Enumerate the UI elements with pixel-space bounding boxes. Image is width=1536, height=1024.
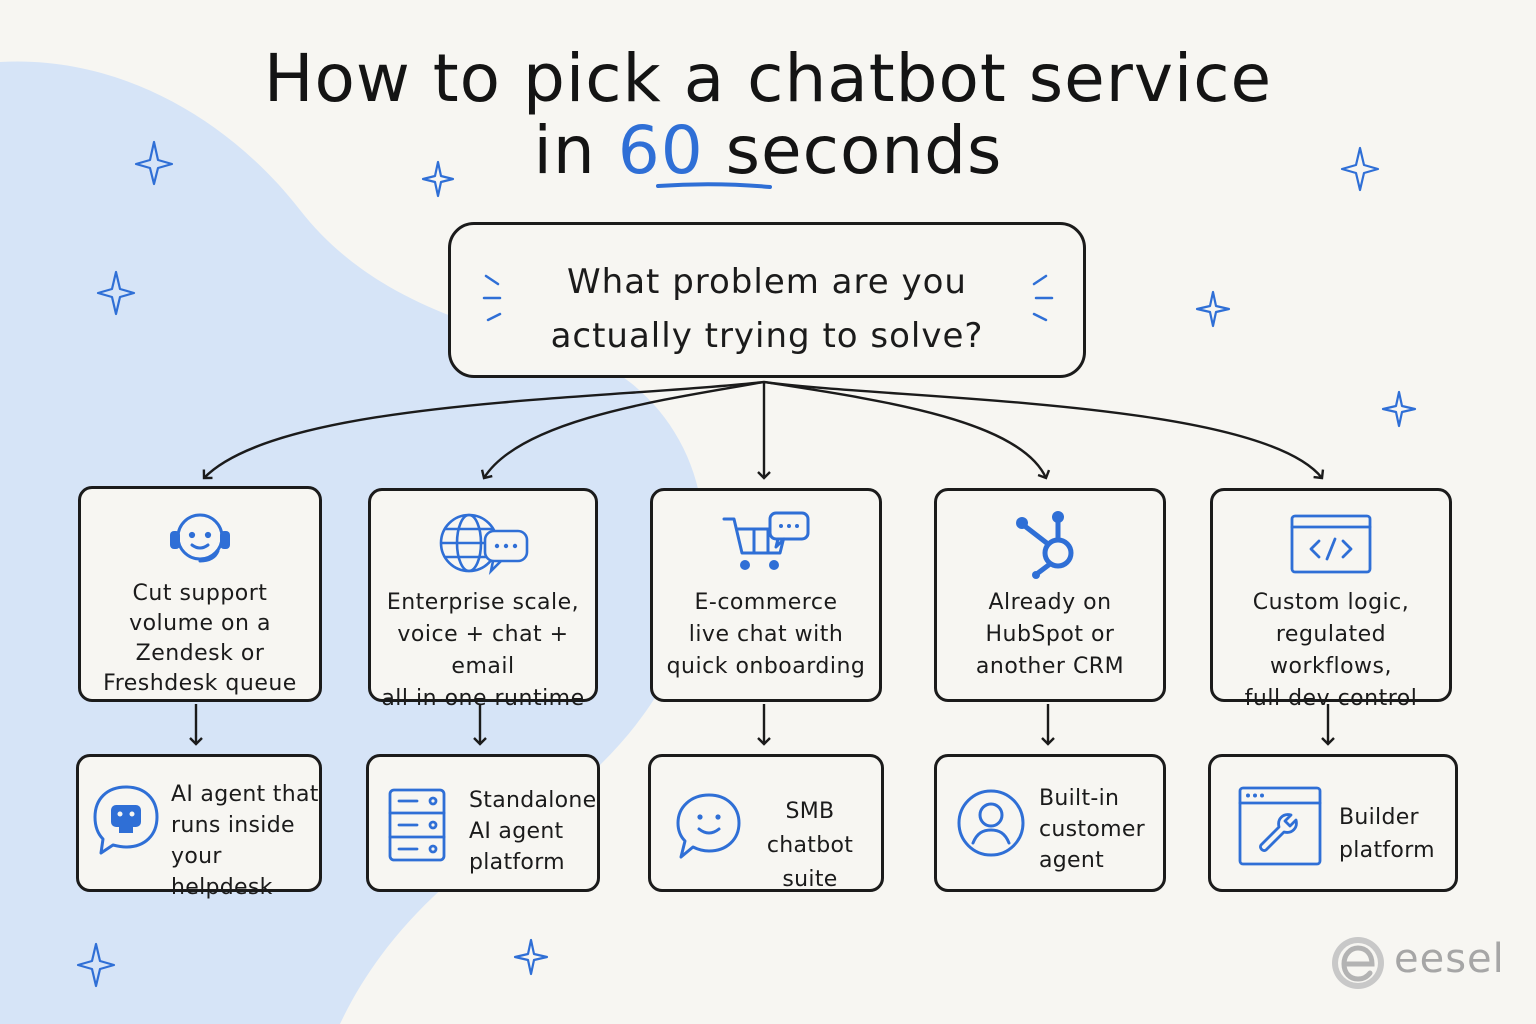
problem-card-2: Enterprise scale, voice + chat + email a… [368, 488, 598, 711]
result-line: Builder [1339, 805, 1419, 830]
problem-line: voice + chat + email [397, 622, 569, 679]
result-line: runs inside your [171, 813, 295, 869]
result-text-3: SMB chatbot suite [747, 795, 873, 897]
result-line: Built-in [1039, 786, 1120, 811]
code-window-icon [1290, 514, 1372, 574]
result-card-2: Standalone AI agent platform [366, 754, 600, 892]
problem-card-1: Cut support volume on a Zendesk or Fresh… [78, 486, 322, 702]
result-text-1: AI agent that runs inside your helpdesk [171, 779, 319, 903]
result-line: AI agent that [171, 782, 319, 807]
wrench-window-icon [1238, 786, 1322, 866]
problem-text-3: E-commerce live chat with quick onboardi… [653, 587, 879, 683]
shopping-cart-chat-icon [722, 511, 810, 570]
title-text-after: seconds [703, 112, 1003, 189]
result-line: AI agent [469, 819, 564, 844]
result-text-2: Standalone AI agent platform [469, 785, 597, 878]
title-accent: 60 [617, 112, 704, 189]
sparkle-icon [1340, 146, 1380, 192]
result-line: customer [1039, 817, 1145, 842]
result-card-5: Builder platform [1208, 754, 1458, 892]
problem-line: quick onboarding [666, 654, 866, 679]
hubspot-icon [1016, 511, 1074, 579]
problem-line: all in one runtime [381, 686, 585, 711]
bot-chat-icon [93, 785, 159, 855]
problem-line: Zendesk or [135, 641, 265, 666]
question-text: What problem are you actually trying to … [451, 255, 1083, 363]
sparkle-icon [1381, 390, 1417, 428]
brand-name: eesel [1394, 936, 1505, 982]
problem-line: HubSpot or [985, 622, 1115, 647]
problem-line: live chat with [688, 622, 844, 647]
server-stack-icon [388, 788, 446, 862]
sparkle-icon [513, 938, 549, 976]
problem-card-5: Custom logic, regulated workflows, full … [1210, 488, 1452, 711]
problem-line: Cut support [132, 581, 268, 606]
title-accent-underline [656, 182, 772, 189]
result-card-1: AI agent that runs inside your helpdesk [76, 754, 322, 900]
result-line: Standalone [469, 788, 597, 813]
sparkle-icon [76, 942, 116, 988]
problem-line: regulated workflows, [1269, 622, 1392, 679]
result-line: helpdesk [171, 875, 273, 900]
problem-line: Custom logic, [1252, 590, 1410, 615]
title-text-before: in [533, 112, 618, 189]
result-line: SMB [785, 799, 835, 824]
problem-line: Freshdesk queue [103, 671, 297, 696]
page-title-line-2: in 60 seconds [0, 112, 1536, 189]
result-card-3: SMB chatbot suite [648, 754, 884, 892]
problem-text-4: Already on HubSpot or another CRM [937, 587, 1163, 683]
page-title-line-1: How to pick a chatbot service [263, 40, 1273, 117]
sparkle-icon [421, 160, 455, 198]
problem-line: Enterprise scale, [386, 590, 580, 615]
question-line-2: actually trying to solve? [550, 316, 984, 356]
problem-line: E-commerce [694, 590, 838, 615]
eesel-logo-icon [1332, 937, 1384, 989]
result-line: platform [469, 850, 565, 875]
problem-text-5: Custom logic, regulated workflows, full … [1213, 587, 1449, 715]
result-line: agent [1039, 848, 1105, 873]
sparkle-icon [1195, 290, 1231, 328]
problem-line: Already on [988, 590, 1112, 615]
sparkle-icon [96, 270, 136, 316]
result-line: chatbot suite [766, 833, 854, 892]
problem-line: full dev control [1244, 686, 1418, 711]
sparkle-icon [134, 140, 174, 186]
problem-card-3: E-commerce live chat with quick onboardi… [650, 488, 882, 702]
question-box: What problem are you actually trying to … [448, 222, 1086, 378]
headset-agent-icon [170, 513, 230, 563]
result-line: platform [1339, 838, 1435, 863]
result-text-4: Built-in customer agent [1039, 783, 1145, 876]
problem-text-1: Cut support volume on a Zendesk or Fresh… [81, 579, 319, 699]
result-text-5: Builder platform [1339, 801, 1435, 867]
problem-text-2: Enterprise scale, voice + chat + email a… [371, 587, 595, 715]
result-card-4: Built-in customer agent [934, 754, 1166, 892]
smiley-chat-icon [676, 793, 741, 859]
user-circle-icon [957, 789, 1025, 857]
question-line-1: What problem are you [567, 262, 967, 302]
problem-card-4: Already on HubSpot or another CRM [934, 488, 1166, 702]
problem-line: volume on a [129, 611, 271, 636]
globe-chat-icon [439, 513, 529, 575]
problem-line: another CRM [975, 654, 1125, 679]
